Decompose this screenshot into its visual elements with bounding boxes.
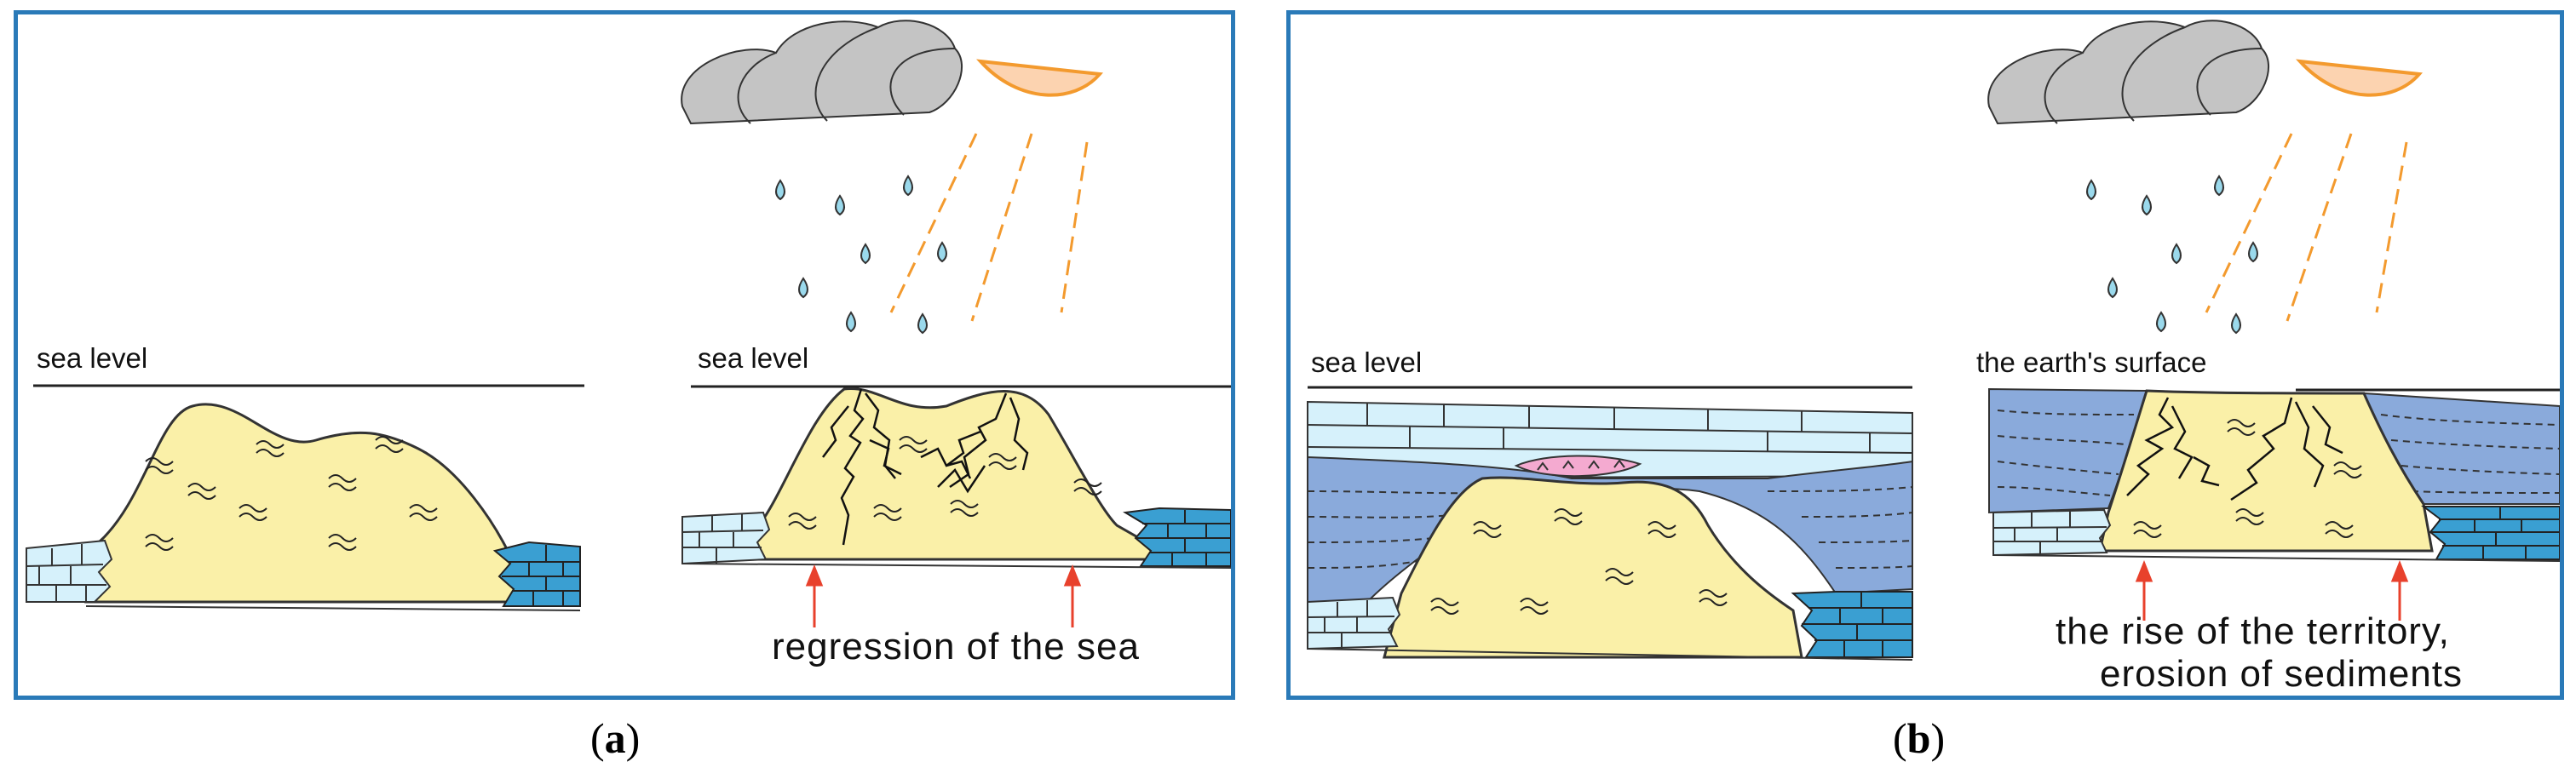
- sediment-marks-left: [145, 436, 438, 551]
- panel-b: sea level the earth's surface the rise o…: [1286, 10, 2564, 700]
- sediment-marks-buried: [1430, 508, 1728, 615]
- caption-a-letter: a: [604, 714, 626, 762]
- panel-a-diagram: [26, 20, 1231, 627]
- rise-label-line1: the rise of the territory,: [2056, 610, 2450, 652]
- limestone-light-right: [681, 511, 771, 565]
- sand-uplift: [2098, 389, 2434, 553]
- sand-mound-right: [749, 387, 1182, 561]
- caption-b: (b): [1893, 714, 1946, 762]
- limestone-light-b: [1307, 596, 1401, 650]
- panel-b-diagram: [1307, 20, 2560, 661]
- sand-mound-left: [84, 403, 580, 604]
- regression-label: regression of the sea: [772, 626, 1140, 667]
- sun-b: [2296, 59, 2423, 97]
- uplift-arrows-a: [805, 564, 1082, 627]
- uplift-arrows-b: [2135, 559, 2409, 621]
- sun-rays-b: [2205, 133, 2408, 322]
- limestone-light-b-right: [1992, 508, 2112, 557]
- sand-mound-buried: [1383, 476, 1803, 659]
- sediment-marks-uplift: [2133, 419, 2362, 538]
- panel-a: sea level sea level regression of the se…: [14, 10, 1235, 700]
- rain-drops-b: [2086, 175, 2258, 335]
- pink-lens: [1514, 455, 1642, 478]
- caption-b-letter: b: [1906, 714, 1931, 762]
- sea-level-label-left: sea level: [37, 342, 148, 374]
- limestone-bricks-left: [26, 544, 106, 602]
- sea-level-label-right: sea level: [698, 342, 809, 374]
- erosion-cracks-b: [2126, 397, 2343, 501]
- cloud: [681, 20, 963, 125]
- sun: [976, 59, 1103, 97]
- erosion-cracks: [822, 388, 1029, 546]
- caption-a: (a): [590, 714, 641, 762]
- sun-rays: [889, 133, 1089, 322]
- cloud-b: [1987, 20, 2270, 125]
- rise-label-line2: erosion of sediments: [2100, 653, 2463, 695]
- earth-surface-label: the earth's surface: [1976, 347, 2207, 378]
- limestone-light-left: [26, 539, 113, 603]
- sediment-marks-right: [788, 436, 1102, 530]
- sea-level-label-b: sea level: [1311, 347, 1423, 378]
- rain-drops: [775, 175, 947, 335]
